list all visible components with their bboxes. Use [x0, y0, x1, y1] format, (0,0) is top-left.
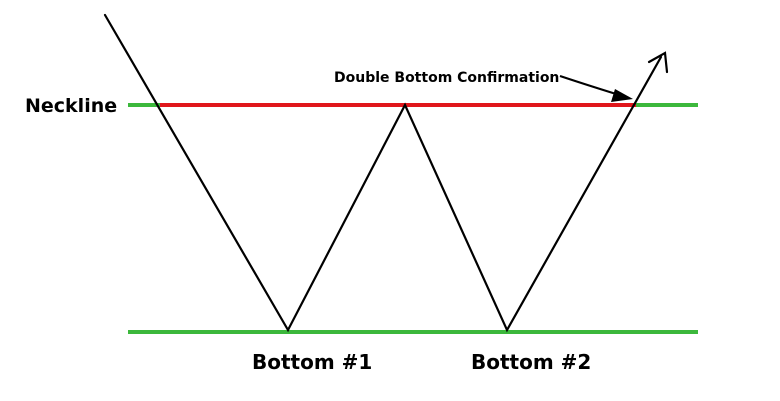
neckline-label: Neckline	[25, 95, 117, 117]
confirmation-arrowhead-icon	[611, 89, 633, 102]
bottom1-label: Bottom #1	[252, 350, 372, 374]
confirmation-label: Double Bottom Confirmation	[334, 70, 559, 86]
bottom2-label: Bottom #2	[471, 350, 591, 374]
price-arrowhead-icon	[647, 51, 669, 74]
price-path	[103, 13, 663, 333]
